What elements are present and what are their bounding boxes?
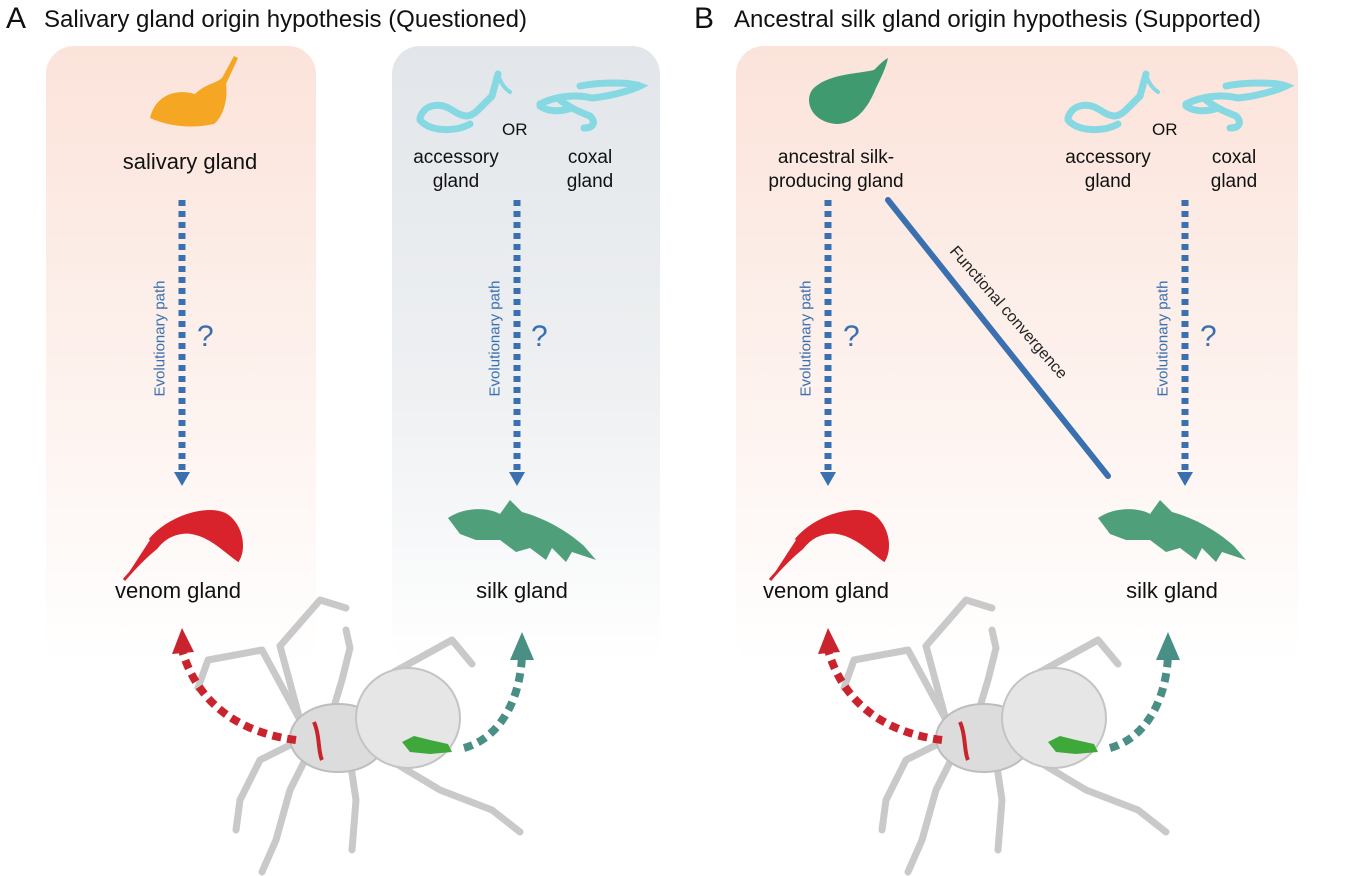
panel-a-right-background [392,46,660,666]
silk-gland-label: silk gland [476,578,568,603]
salivary-gland-icon [150,56,238,127]
question-mark-a-right: ? [531,320,548,353]
coxal-gland-label: coxal gland [566,147,614,192]
spider-b-venom-marker [958,721,970,761]
evolutionary-path-label-a-left: Evolutionary path [151,280,169,397]
spider-b-silk-marker [1048,736,1098,754]
silk-curve-arrow-b [1108,655,1172,752]
venom-curve-arrow-b [824,648,943,744]
coxal-gland-icon [536,79,649,132]
spider-illustration-b [840,596,1170,876]
silk-gland-label-b: silk gland [1126,578,1218,603]
venom-gland-label-b: venom gland [763,578,889,603]
panel-b-letter: B [694,2,715,35]
accessory-gland-icon [416,70,512,133]
coxal-gland-icon-b [1182,79,1295,132]
silk-curve-arrow-a [462,655,526,752]
evolutionary-path-label-b-left: Evolutionary path [797,280,815,397]
venom-gland-icon-b [768,510,889,581]
venom-gland-icon [122,510,243,581]
panel-a-letter: A [6,2,27,35]
question-mark-b-right: ? [1200,320,1217,353]
or-label-b: OR [1152,120,1178,139]
venom-gland-label: venom gland [115,578,241,603]
evolutionary-path-label-a-right: Evolutionary path [486,280,504,397]
spider-a-silk-marker [402,736,452,754]
panel-a-title: Salivary gland origin hypothesis (Questi… [44,6,527,33]
or-label-a: OR [502,120,528,139]
accessory-gland-label-b: accessory gland [1065,147,1151,192]
silk-gland-icon-b [1098,500,1246,562]
question-mark-b-left: ? [843,320,860,353]
question-mark-a-left: ? [197,320,214,353]
ancestral-silk-gland-icon [809,58,888,124]
coxal-gland-label-b: coxal gland [1210,147,1258,192]
panel-b-title: Ancestral silk gland origin hypothesis (… [734,6,1261,33]
ancestral-silk-gland-label: ancestral silk- producing gland [768,147,904,192]
accessory-gland-icon-b [1064,70,1160,133]
silk-gland-icon [448,500,596,562]
venom-curve-arrow-a [178,648,297,744]
evolutionary-path-label-b-right: Evolutionary path [1154,280,1172,397]
spider-illustration-a [194,596,524,876]
salivary-gland-label: salivary gland [122,149,258,174]
spider-a-venom-marker [312,721,324,761]
accessory-gland-label: accessory gland [413,147,499,192]
functional-convergence-line [885,197,1111,479]
